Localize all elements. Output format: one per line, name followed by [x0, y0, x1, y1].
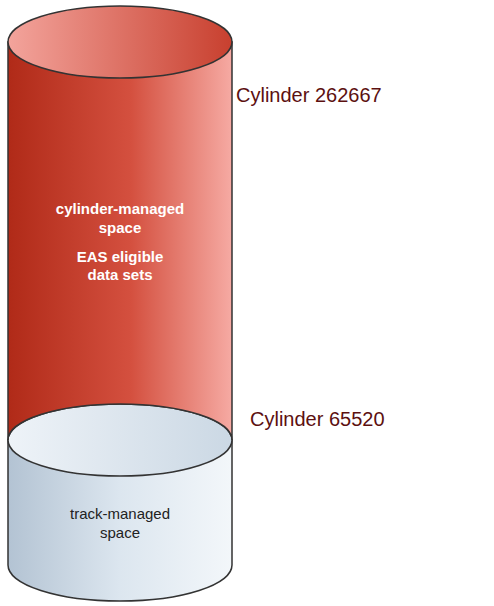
cylinder-section-body	[8, 42, 232, 440]
region-note: EAS eligible data sets	[63, 248, 178, 286]
region-heading: track-managed space	[55, 505, 185, 543]
cylinder-managed-region: cylinder-managed spaceEAS eligible data …	[40, 200, 200, 285]
track-managed-region: track-managed space	[40, 505, 200, 543]
region-heading: cylinder-managed space	[45, 200, 195, 238]
cylinder-number: Cylinder 65520	[250, 408, 385, 431]
cylinder-number: Cylinder 262667	[236, 84, 382, 107]
cylinder-section-top	[8, 6, 232, 78]
